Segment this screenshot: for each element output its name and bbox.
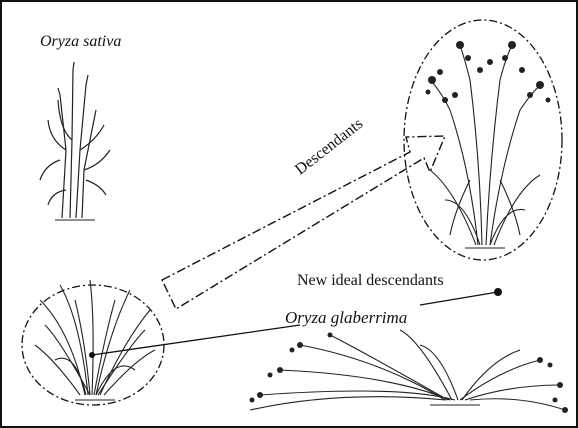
glaberrima-pointer-line — [92, 325, 300, 355]
new-ideal-descendant-plant — [250, 330, 565, 410]
descendant-plant — [430, 45, 540, 248]
glaberrima-pointer-dot — [89, 352, 95, 358]
descendant-grain-clusters — [426, 41, 551, 103]
oryza-sativa-plant — [40, 62, 110, 220]
new-ideal-pointer-dot — [494, 288, 502, 296]
new-ideal-descendants-label: New ideal descendants — [297, 272, 444, 290]
oryza-sativa-label: Oryza sativa — [40, 33, 121, 51]
new-ideal-pointer-line — [420, 292, 498, 305]
oryza-glaberrima-label: Oryza glaberrima — [285, 308, 407, 328]
descendants-dashed-ellipse — [404, 20, 562, 260]
ideal-grain-clusters — [250, 333, 569, 414]
